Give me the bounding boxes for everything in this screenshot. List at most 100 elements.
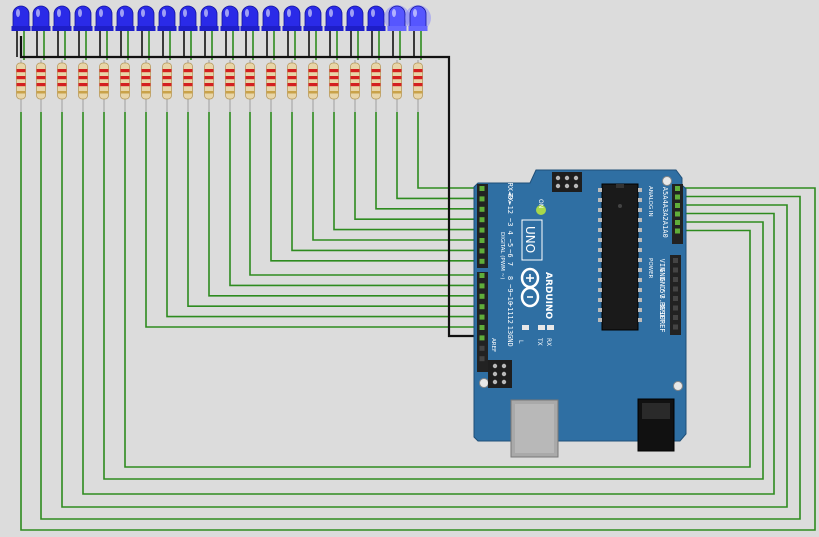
resistor-icon xyxy=(350,60,360,112)
chip-pin xyxy=(638,208,642,212)
resistor-body xyxy=(329,62,339,100)
resistor-body xyxy=(308,62,318,100)
header-pin xyxy=(673,258,678,263)
led-rim xyxy=(94,26,114,31)
resistor-band xyxy=(120,69,130,73)
led-icon xyxy=(31,5,51,31)
uno-label: UNO xyxy=(523,226,537,253)
header-pin xyxy=(479,248,485,254)
resistor-icon xyxy=(308,60,318,112)
power-pin-label: GND xyxy=(658,268,666,281)
resistor-body xyxy=(225,62,235,100)
chip-pin xyxy=(598,238,602,242)
green-wires xyxy=(20,30,816,531)
resistor-body xyxy=(183,62,193,100)
led-rim xyxy=(115,26,135,31)
icsp-header-bottom xyxy=(488,360,512,388)
resistor-band xyxy=(413,69,423,73)
led-body xyxy=(409,5,427,29)
on-label: ON xyxy=(537,199,544,208)
digital-pin-label: TX►1 xyxy=(506,193,514,210)
chip-pin xyxy=(638,248,642,252)
resistor-band xyxy=(204,83,214,87)
led-icon xyxy=(94,5,114,31)
chip-pin xyxy=(598,248,602,252)
resistor-icon xyxy=(162,60,172,112)
resistor-band xyxy=(16,91,26,94)
chip-pin xyxy=(638,268,642,272)
resistor-body xyxy=(120,62,130,100)
led-icon xyxy=(261,5,281,31)
chip-pin xyxy=(638,308,642,312)
header-pin xyxy=(673,277,678,282)
header-pin xyxy=(675,203,680,208)
led-highlight xyxy=(413,9,417,17)
header-pin xyxy=(675,186,680,191)
led-rim xyxy=(11,26,31,31)
ground-wires xyxy=(16,30,482,338)
resistor-band xyxy=(329,91,339,94)
resistor-body xyxy=(266,62,276,100)
led-body xyxy=(304,5,322,29)
wire-green xyxy=(312,112,482,241)
digital-pin-label: ~9 xyxy=(506,284,514,292)
resistor-band xyxy=(183,76,193,80)
resistor-band xyxy=(204,91,214,94)
led-rim xyxy=(220,26,240,31)
resistor-band xyxy=(225,76,235,80)
led-icon xyxy=(11,5,31,31)
resistor-band xyxy=(308,69,318,73)
resistor-band xyxy=(392,83,402,87)
resistor-body xyxy=(204,62,214,100)
led-icon xyxy=(240,5,260,31)
resistor-icon xyxy=(204,60,214,112)
resistor-body xyxy=(287,62,297,100)
led-rim xyxy=(408,26,428,31)
resistor-icon xyxy=(183,60,193,112)
resistor-band xyxy=(287,69,297,73)
resistor-band xyxy=(266,91,276,94)
header-pin xyxy=(479,196,485,202)
icsp-pin xyxy=(573,175,579,181)
led-icon xyxy=(52,5,72,31)
wire-green xyxy=(103,112,764,480)
led-highlight xyxy=(350,9,354,17)
resistor-band xyxy=(57,91,67,94)
resistor-band xyxy=(266,69,276,73)
digital-pin-label: 7 xyxy=(506,262,514,266)
led-body xyxy=(53,5,71,29)
power-pin-label: GND xyxy=(658,278,666,291)
resistor-band xyxy=(57,76,67,80)
chip-pin xyxy=(598,298,602,302)
led-rim xyxy=(157,26,177,31)
resistor-band xyxy=(141,83,151,87)
led-highlight xyxy=(183,9,187,17)
chip-pin xyxy=(638,188,642,192)
led-icon xyxy=(324,5,344,31)
resistor-band xyxy=(392,76,402,80)
resistor-band xyxy=(392,91,402,94)
resistor-body xyxy=(162,62,172,100)
resistor-icon xyxy=(141,60,151,112)
wire-green xyxy=(124,112,751,468)
rx-led xyxy=(547,325,554,330)
resistor-band xyxy=(287,76,297,80)
resistor-band xyxy=(350,83,360,87)
resistor-band xyxy=(78,76,88,80)
digital-pin-label: 4 xyxy=(506,230,514,234)
resistor-band xyxy=(141,76,151,80)
resistor-icon xyxy=(413,60,423,112)
chip-pin xyxy=(638,278,642,282)
chip-pin xyxy=(598,258,602,262)
led-icon xyxy=(303,5,323,31)
chip-pin xyxy=(638,318,642,322)
led-body xyxy=(283,5,301,29)
resistor-icon xyxy=(120,60,130,112)
resistor-band xyxy=(78,69,88,73)
led-body xyxy=(116,5,134,29)
resistor-band xyxy=(266,83,276,87)
icsp-pin xyxy=(501,371,507,377)
resistor-band xyxy=(183,91,193,94)
resistor-band xyxy=(287,91,297,94)
led-highlight xyxy=(16,9,20,17)
